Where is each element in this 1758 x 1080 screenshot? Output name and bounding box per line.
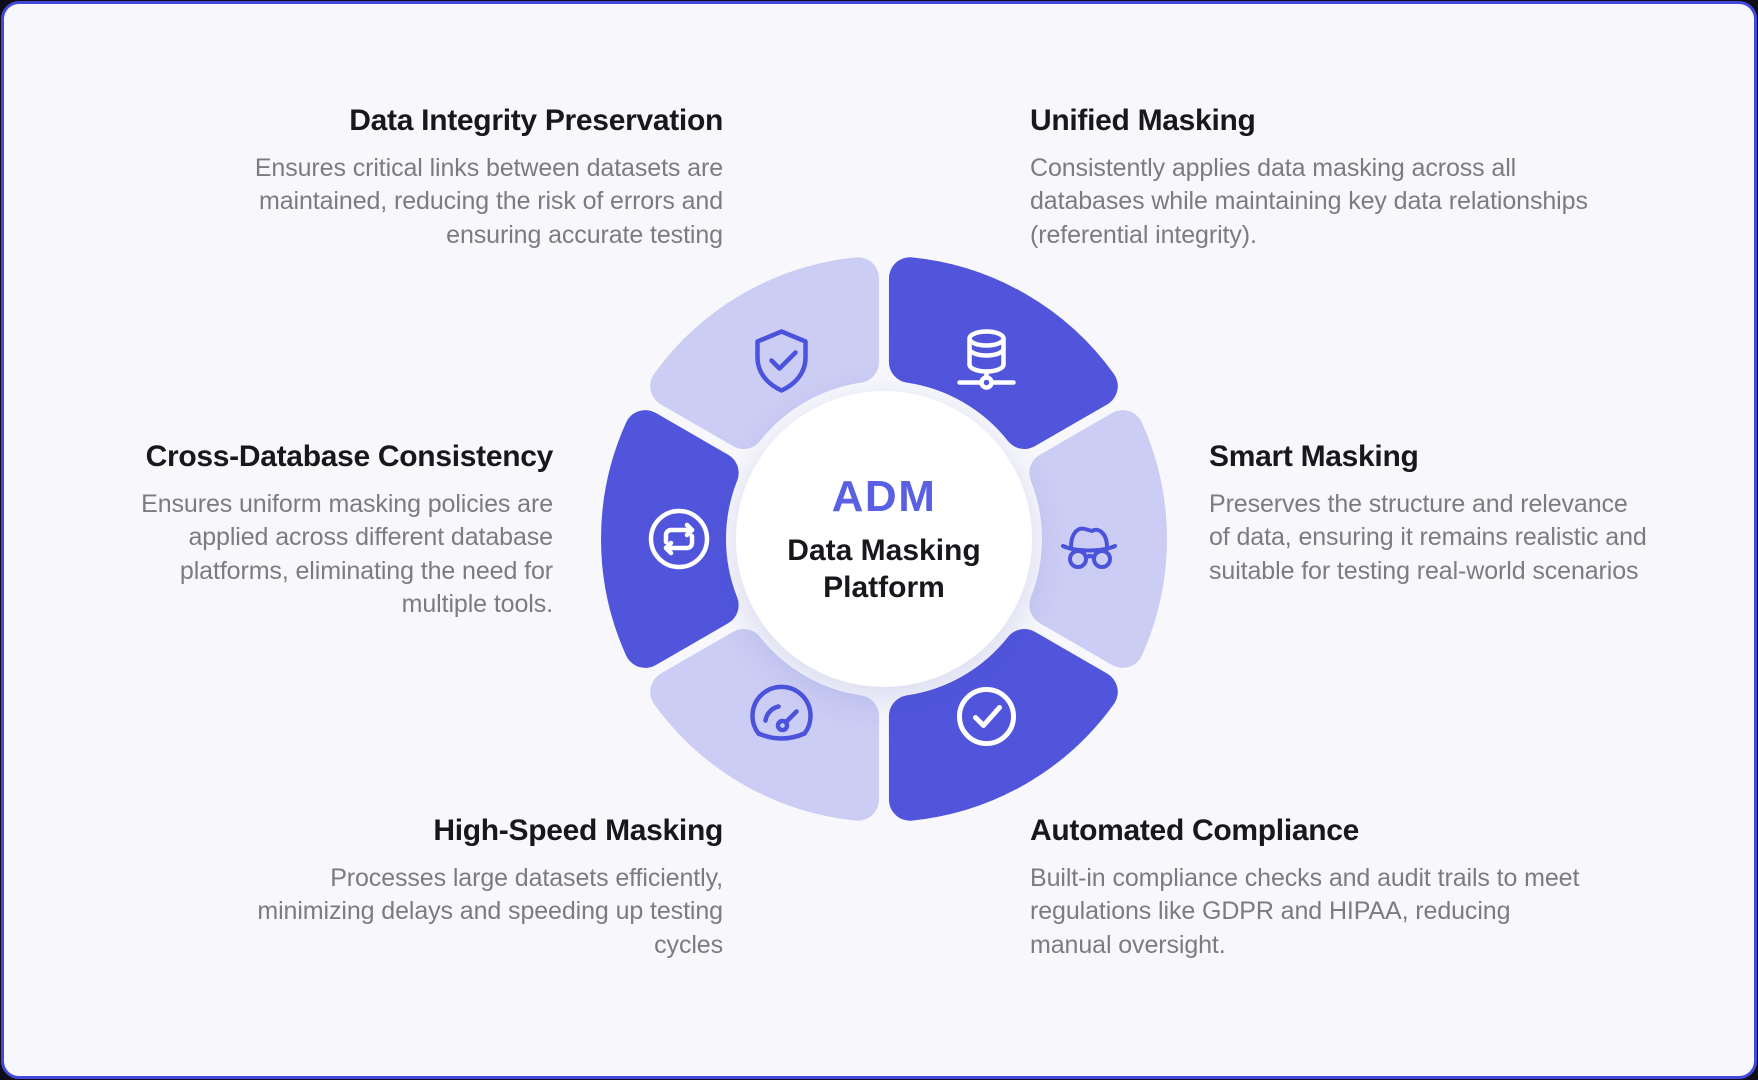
wheel-segment-bottom-left (650, 629, 880, 821)
wheel-segment-top-left (650, 257, 880, 449)
feature-title: Cross-Database Consistency (145, 440, 554, 473)
feature-title: Smart Masking (1209, 440, 1419, 473)
feature-block-high-speed-masking: High-Speed Masking Processes large datas… (233, 814, 723, 962)
wheel-segment-left (601, 410, 739, 668)
sync-icon (648, 508, 710, 570)
feature-block-cross-database-consistency: Cross-Database Consistency Ensures unifo… (123, 440, 553, 622)
feature-title: Unified Masking (1030, 104, 1256, 137)
feature-title: High-Speed Masking (433, 814, 723, 847)
shield-check-icon (755, 329, 808, 393)
feature-block-smart-masking: Smart Masking Preserves the structure an… (1209, 440, 1649, 588)
wheel-segment-bottom-right (888, 629, 1118, 821)
feature-description: Ensures critical links between datasets … (254, 153, 723, 249)
wheel-segments-svg (601, 257, 1167, 821)
feature-title: Data Integrity Preservation (349, 104, 723, 137)
platform-name-line2: Platform (823, 571, 945, 604)
gauge-icon (750, 684, 813, 741)
check-circle-icon (957, 687, 1016, 746)
feature-title: Automated Compliance (1030, 814, 1360, 847)
feature-description: Preserves the structure and relevance of… (1209, 489, 1647, 585)
platform-name-line1: Data Masking (787, 533, 981, 567)
incognito-icon (1061, 526, 1117, 569)
feature-description: Built-in compliance checks and audit tra… (1030, 863, 1580, 959)
feature-description: Consistently applies data masking across… (1030, 153, 1588, 249)
feature-description: Processes large datasets efficiently, mi… (257, 863, 723, 959)
wheel-segment-right (1029, 410, 1167, 668)
feature-block-unified-masking: Unified Masking Consistently applies dat… (1030, 104, 1605, 252)
feature-description: Ensures uniform masking policies are app… (141, 489, 553, 619)
platform-name: Data Masking Platform (787, 532, 980, 607)
feature-block-data-integrity-preservation: Data Integrity Preservation Ensures crit… (158, 104, 723, 252)
wheel-center-circle: ADM Data Masking Platform (736, 391, 1032, 687)
feature-block-automated-compliance: Automated Compliance Built-in compliance… (1030, 814, 1580, 962)
database-network-icon (957, 329, 1016, 390)
feature-wheel-diagram: ADM Data Masking Platform (584, 239, 1184, 839)
platform-abbr: ADM (831, 471, 937, 521)
